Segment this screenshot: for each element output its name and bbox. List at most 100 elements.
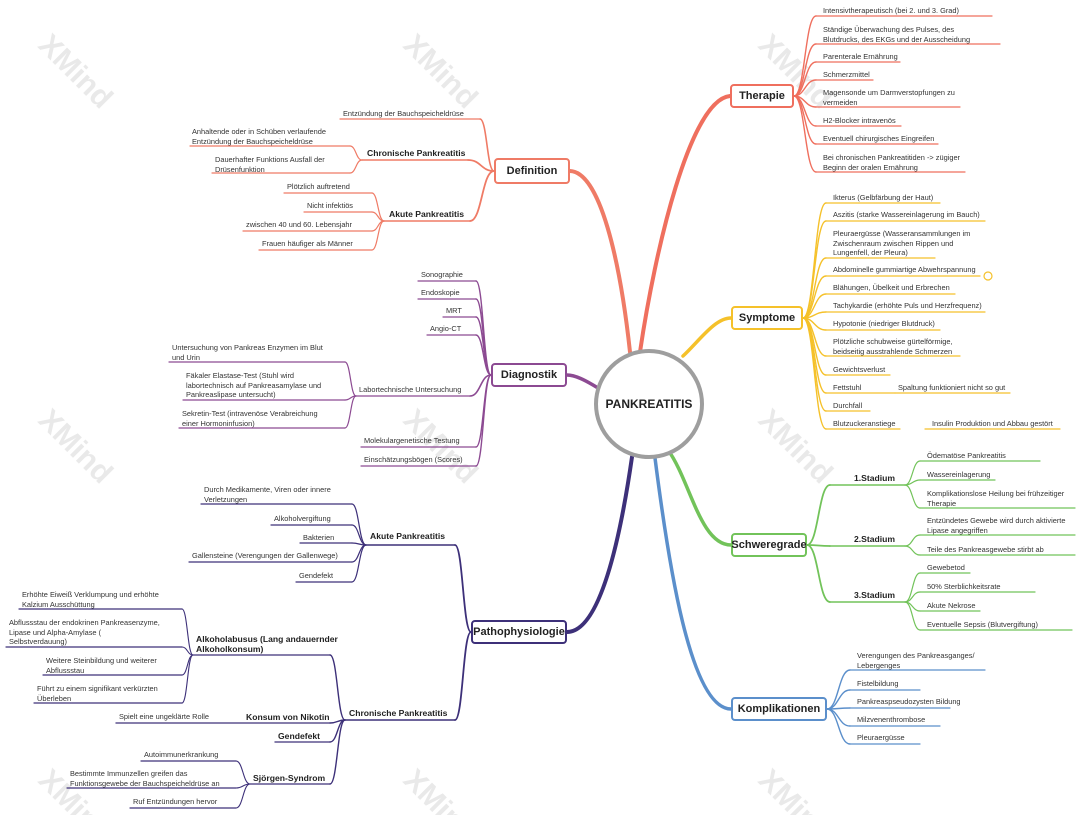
connector (475, 374, 492, 467)
symptome-detail: Insulin Produktion und Abbau gestört (932, 419, 1053, 428)
connector (235, 760, 251, 785)
patho-akut[interactable]: Akute Pankreatitis (370, 531, 445, 541)
patho-chronisch[interactable]: Chronische Pankreatitis (349, 708, 448, 718)
connector (351, 524, 367, 546)
therapie-item: Schmerzmittel (823, 70, 870, 79)
connector (904, 534, 921, 547)
symptome-item: Fettstuhl (833, 383, 862, 392)
symptome-item: Abdominelle gummiartige Abwehrspannung (833, 265, 976, 274)
komplikationen-item: Pankreaspseudozysten Bildung (857, 697, 961, 706)
connector (806, 484, 831, 546)
patho-nikotin-item: Spielt eine ungeklärte Rolle (119, 712, 209, 721)
patho-sjoegren[interactable]: Sjörgen-Syndrom (253, 773, 326, 783)
diagnostik-labor-item: Sekretin-Test (intravenöse Verabreichung… (182, 409, 318, 428)
patho-sjoegren-item: Ruf Entzündungen hervor (133, 797, 218, 806)
patho-nikotin[interactable]: Konsum von Nikotin (246, 712, 330, 722)
schweregrade-item: Ödematöse Pankreatitis (927, 451, 1006, 460)
patho-gendefekt[interactable]: Gendefekt (278, 731, 321, 741)
definition-akut-item: Nicht infektiös (307, 201, 354, 210)
diagnostik-labor[interactable]: Labortechnische Untersuchung (359, 385, 462, 394)
branch-pathophysiologie[interactable]: Pathophysiologie (471, 620, 567, 644)
connector (793, 79, 817, 97)
patho-akut-item: Bakterien (303, 533, 335, 542)
connector (351, 503, 367, 546)
connector (454, 631, 472, 721)
komplikationen-item: Verengungen des Pankreasganges/Lebergeng… (857, 651, 975, 670)
symptome-item: Blutzuckeranstiege (833, 419, 896, 428)
diagnostik-item: Molekulargenetische Testung (364, 436, 460, 445)
therapie-item: Intensivtherapeutisch (bei 2. und 3. Gra… (823, 6, 959, 15)
connector (904, 479, 921, 486)
connector (329, 654, 346, 721)
definition-akut-item: zwischen 40 und 60. Lebensjahr (246, 220, 353, 229)
connector (826, 708, 851, 727)
connector (802, 220, 827, 319)
schweregrade-stage[interactable]: 3.Stadium (854, 590, 896, 600)
connector (793, 15, 817, 97)
definition-akut-item: Frauen häufiger als Männer (262, 239, 353, 248)
connector (802, 317, 827, 430)
branch-definition[interactable]: Definition (494, 158, 570, 184)
diagnostik-item: Sonographie (421, 270, 463, 279)
schweregrade-item: Gewebetod (927, 563, 965, 572)
diagnostik-item: Angio-CT (430, 324, 462, 333)
connector (349, 145, 363, 161)
branch-diagnostik[interactable]: Diagnostik (491, 363, 567, 387)
diagnostik-item: Endoskopie (421, 288, 460, 297)
patho-akut-item: Gendefekt (299, 571, 334, 580)
main-connector (565, 455, 634, 634)
symptome-detail: Spaltung funktioniert nicht so gut (898, 383, 1006, 392)
connector (904, 545, 921, 556)
therapie-item: Eventuell chirurgisches Eingreifen (823, 134, 935, 143)
connector (802, 317, 827, 412)
connector (469, 170, 495, 222)
branch-symptome[interactable]: Symptome (731, 306, 803, 330)
connector (904, 484, 921, 509)
connector (181, 646, 194, 656)
connector (793, 95, 817, 173)
patho-alkohol-item: Abflussstau der endokrinen Pankreasenzym… (9, 618, 160, 646)
connector (235, 783, 251, 809)
definition-akut[interactable]: Akute Pankreatitis (389, 209, 464, 219)
central-topic[interactable]: PANKREATITIS (594, 349, 704, 459)
definition-item: Entzündung der Bauchspeicheldrüse (343, 109, 464, 118)
schweregrade-item: Wassereinlagerung (927, 470, 991, 479)
symptome-item: Hypotonie (niedriger Blutdruck) (833, 319, 935, 328)
schweregrade-item: Entzündetes Gewebe wird durch aktivierte… (927, 516, 1066, 535)
branch-schweregrade[interactable]: Schweregrade (731, 533, 807, 557)
main-connector (568, 169, 632, 354)
schweregrade-stage[interactable]: 2.Stadium (854, 534, 896, 544)
main-connector (653, 456, 733, 711)
connector (351, 544, 367, 583)
main-connector (638, 94, 732, 354)
connector (469, 374, 492, 397)
diagnostik-item: Einschätzungsbögen (Scores) (364, 455, 463, 464)
therapie-item: Bei chronischen Pankreatitiden -> zügige… (823, 153, 961, 172)
schweregrade-item: Akute Nekrose (927, 601, 976, 610)
definition-chronisch[interactable]: Chronische Pankreatitis (367, 148, 466, 158)
branch-komplikationen[interactable]: Komplikationen (731, 697, 827, 721)
connector (344, 361, 357, 397)
connector (344, 395, 357, 429)
branch-therapie[interactable]: Therapie (730, 84, 794, 108)
schweregrade-item: Teile des Pankreasgewebe stirbt ab (927, 545, 1044, 554)
symptome-item: Blähungen, Übelkeit und Erbrechen (833, 283, 950, 292)
connector (826, 669, 851, 710)
diagnostik-labor-item: Untersuchung von Pankreas Enzymen im Blu… (172, 343, 323, 362)
schweregrade-stage[interactable]: 1.Stadium (854, 473, 896, 483)
therapie-item: H2-Blocker intravenös (823, 116, 896, 125)
patho-akut-item: Alkoholvergiftung (274, 514, 331, 523)
connector (329, 719, 346, 785)
schweregrade-item: 50% Sterblichkeitsrate (927, 582, 1001, 591)
connector (181, 654, 194, 704)
connector (479, 118, 495, 172)
